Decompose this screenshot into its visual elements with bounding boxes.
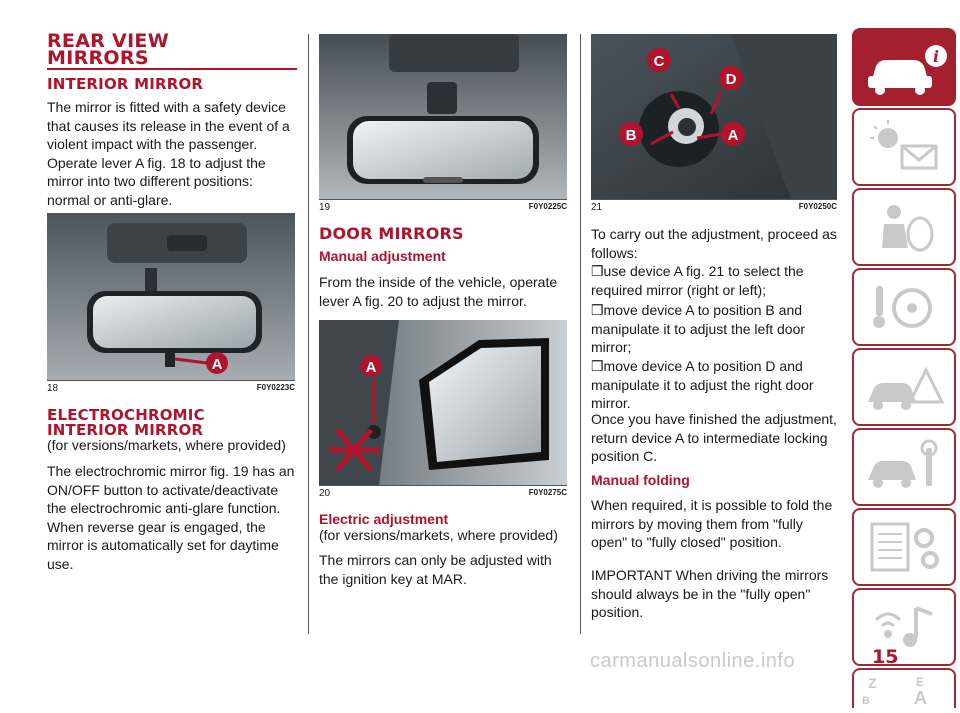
after-steps-text: Once you have finished the adjustment, r… bbox=[591, 411, 837, 464]
tab-maintenance[interactable] bbox=[852, 428, 956, 506]
manual-folding-text: When required, it is possible to fold th… bbox=[591, 497, 833, 550]
figure-19-caption: 19 F0Y0225C bbox=[319, 199, 567, 214]
electrochromic-text: The electrochromic mirror fig. 19 has an… bbox=[47, 463, 295, 572]
electric-adjustment-heading: Electric adjustment bbox=[319, 511, 449, 527]
figure-20: A 20 F0Y0275C bbox=[319, 320, 567, 500]
figure-20-image: A bbox=[319, 320, 567, 486]
tab-emergency[interactable] bbox=[852, 348, 956, 426]
svg-text:i: i bbox=[933, 47, 939, 66]
figure-21-label-b: B bbox=[626, 127, 637, 144]
figure-19-code: F0Y0225C bbox=[528, 202, 567, 211]
figure-18-image: A bbox=[47, 213, 295, 381]
title-rule bbox=[47, 68, 297, 70]
figure-18-number: 18 bbox=[47, 383, 59, 394]
interior-mirror-text: The mirror is fitted with a safety devic… bbox=[47, 99, 290, 208]
figure-20-caption: 20 F0Y0275C bbox=[319, 485, 567, 500]
figure-18-label-a: A bbox=[212, 356, 223, 373]
electrochromic-heading: ELECTROCHROMIC INTERIOR MIRROR bbox=[47, 406, 205, 439]
figure-21: C D B A 21 F0Y0250C bbox=[591, 34, 837, 214]
index-icon: Z E B A bbox=[862, 675, 927, 708]
watermark: carmanualsonline.info bbox=[590, 650, 796, 672]
technical-data-icon bbox=[870, 522, 939, 572]
figure-18-code: F0Y0223C bbox=[256, 383, 295, 392]
emergency-icon bbox=[868, 366, 945, 410]
multimedia-icon bbox=[874, 606, 933, 647]
figure-21-code: F0Y0250C bbox=[798, 202, 837, 211]
door-mirrors-heading: DOOR MIRRORS bbox=[319, 224, 464, 243]
figure-20-number: 20 bbox=[319, 488, 331, 499]
adjustment-intro: To carry out the adjustment, proceed as … bbox=[591, 226, 837, 261]
figure-21-label-a: A bbox=[728, 127, 739, 144]
tab-safety[interactable] bbox=[852, 188, 956, 266]
electric-adjustment-text: The mirrors can only be adjusted with th… bbox=[319, 552, 552, 587]
important-text: IMPORTANT When driving the mirrors shoul… bbox=[591, 567, 829, 620]
tab-multimedia[interactable] bbox=[852, 588, 956, 666]
figure-21-caption: 21 F0Y0250C bbox=[591, 199, 837, 214]
step-3: ❒move device A to position D and manipul… bbox=[591, 358, 814, 411]
column-divider-2 bbox=[580, 34, 581, 634]
svg-text:Z: Z bbox=[868, 675, 877, 691]
tab-car-info[interactable]: i bbox=[852, 28, 956, 106]
tab-technical-data[interactable] bbox=[852, 508, 956, 586]
manual-folding-heading: Manual folding bbox=[591, 472, 690, 488]
figure-19-number: 19 bbox=[319, 202, 331, 213]
figure-18: A 18 F0Y0223C bbox=[47, 213, 295, 395]
figure-21-label-c: C bbox=[654, 53, 665, 70]
svg-text:B: B bbox=[862, 695, 870, 707]
page-number: 15 bbox=[872, 646, 899, 668]
figure-20-label-a: A bbox=[366, 359, 377, 376]
step-1: ❒use device A fig. 21 to select the requ… bbox=[591, 263, 804, 298]
section-title-line2: MIRRORS bbox=[47, 47, 149, 69]
tab-starting-driving[interactable] bbox=[852, 268, 956, 346]
adjust-arrows-icon bbox=[329, 428, 379, 472]
figure-18-caption: 18 F0Y0223C bbox=[47, 380, 295, 395]
svg-text:E: E bbox=[916, 675, 924, 689]
step-2: ❒move device A to position B and manipul… bbox=[591, 302, 806, 355]
maintenance-icon bbox=[868, 439, 938, 488]
figure-20-code: F0Y0275C bbox=[528, 488, 567, 497]
electrochromic-note: (for versions/markets, where provided) bbox=[47, 437, 286, 453]
tab-index[interactable]: Z E B A bbox=[852, 668, 956, 708]
column-divider-1 bbox=[308, 34, 309, 634]
starting-driving-icon bbox=[873, 286, 932, 328]
section-title-line1: REAR VIEW bbox=[47, 30, 169, 52]
section-title: REAR VIEW MIRRORS bbox=[47, 30, 297, 69]
tab-dashboard-lights[interactable] bbox=[852, 108, 956, 186]
safety-airbag-icon bbox=[882, 205, 934, 252]
interior-mirror-heading: INTERIOR MIRROR bbox=[47, 75, 204, 93]
figure-21-label-d: D bbox=[726, 71, 737, 88]
manual-adjustment-heading: Manual adjustment bbox=[319, 248, 446, 264]
figure-21-image: C D B A bbox=[591, 34, 837, 200]
manual-adjustment-text: From the inside of the vehicle, operate … bbox=[319, 274, 558, 309]
electric-adjustment-note: (for versions/markets, where provided) bbox=[319, 527, 558, 543]
figure-19-image bbox=[319, 34, 567, 200]
dashboard-lights-icon bbox=[870, 120, 938, 170]
figure-19: 19 F0Y0225C bbox=[319, 34, 567, 214]
figure-21-number: 21 bbox=[591, 202, 603, 213]
svg-text:A: A bbox=[914, 688, 927, 708]
car-info-icon: i bbox=[868, 45, 947, 95]
